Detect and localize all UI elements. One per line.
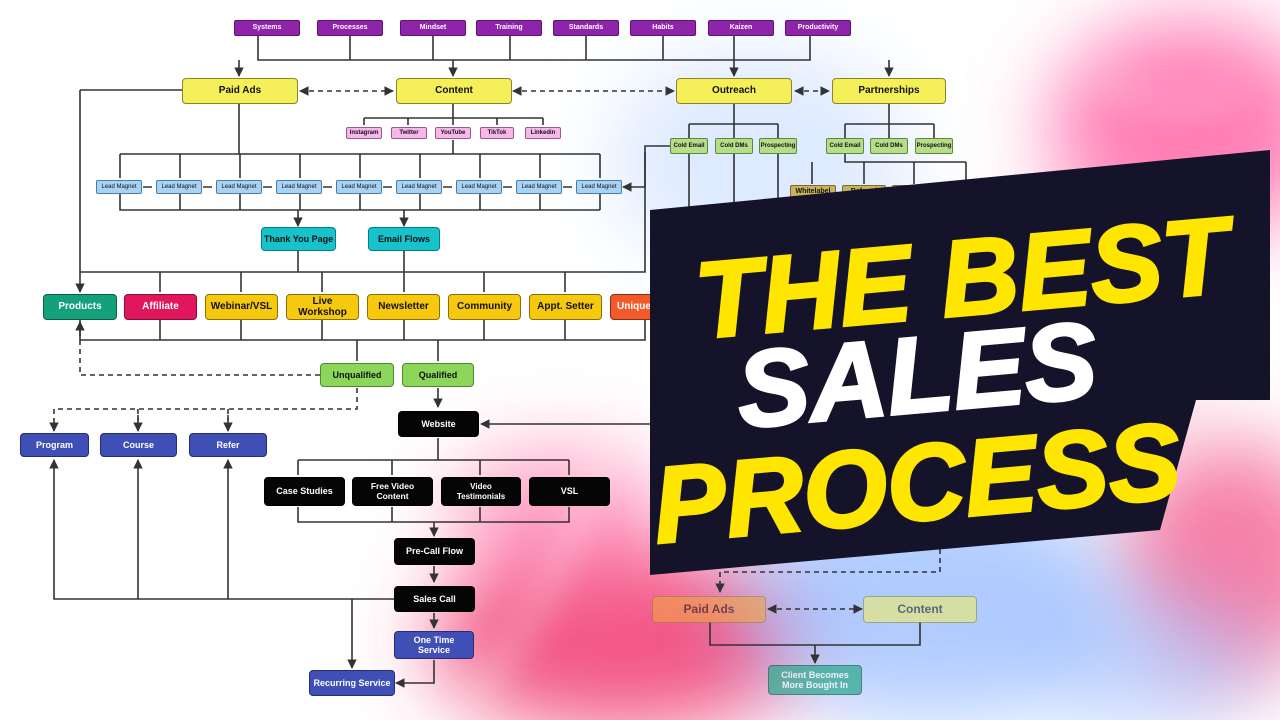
tag-mindset[interactable]: Mindset bbox=[400, 20, 466, 36]
tag-kaizen[interactable]: Kaizen bbox=[708, 20, 774, 36]
email-flows[interactable]: Email Flows bbox=[368, 227, 440, 251]
channel-paid-ads[interactable]: Paid Ads bbox=[182, 78, 298, 104]
retention-paid-ads[interactable]: Paid Ads bbox=[652, 596, 766, 623]
partnership-cold-dms[interactable]: Cold DMs bbox=[870, 138, 908, 154]
social-linkedin[interactable]: Linkedin bbox=[525, 127, 561, 139]
offer-live-workshop[interactable]: Live Workshop bbox=[286, 294, 359, 320]
recurring-service[interactable]: Recurring Service bbox=[309, 670, 395, 696]
qualified-lead[interactable]: Qualified bbox=[402, 363, 474, 387]
banner-top-band bbox=[650, 150, 1270, 400]
social-tiktok[interactable]: TikTok bbox=[480, 127, 514, 139]
lead-magnet-2[interactable]: Lead Magnet bbox=[156, 180, 202, 194]
lead-magnet-8[interactable]: Lead Magnet bbox=[516, 180, 562, 194]
proof-free-video-content[interactable]: Free Video Content bbox=[352, 477, 433, 506]
channel-outreach[interactable]: Outreach bbox=[676, 78, 792, 104]
outreach-cold-dms[interactable]: Cold DMs bbox=[715, 138, 753, 154]
social-instagram[interactable]: Instagram bbox=[346, 127, 382, 139]
unqualified-lead[interactable]: Unqualified bbox=[320, 363, 394, 387]
offer-community[interactable]: Community bbox=[448, 294, 521, 320]
lead-magnet-9[interactable]: Lead Magnet bbox=[576, 180, 622, 194]
offer-webinar-vsl[interactable]: Webinar/VSL bbox=[205, 294, 278, 320]
lead-magnet-4[interactable]: Lead Magnet bbox=[276, 180, 322, 194]
lead-magnet-3[interactable]: Lead Magnet bbox=[216, 180, 262, 194]
one-time-service[interactable]: One Time Service bbox=[394, 631, 474, 659]
tag-habits[interactable]: Habits bbox=[630, 20, 696, 36]
offer-appt-setter[interactable]: Appt. Setter bbox=[529, 294, 602, 320]
downsell-course[interactable]: Course bbox=[100, 433, 177, 457]
client-more-bought-in[interactable]: Client Becomes More Bought In bbox=[768, 665, 862, 695]
proof-case-studies[interactable]: Case Studies bbox=[264, 477, 345, 506]
lead-magnet-7[interactable]: Lead Magnet bbox=[456, 180, 502, 194]
offer-affiliate[interactable]: Affiliate bbox=[124, 294, 197, 320]
proof-vsl[interactable]: VSL bbox=[529, 477, 610, 506]
channel-partnerships[interactable]: Partnerships bbox=[832, 78, 946, 104]
lead-magnet-5[interactable]: Lead Magnet bbox=[336, 180, 382, 194]
social-youtube[interactable]: YouTube bbox=[435, 127, 471, 139]
downsell-program[interactable]: Program bbox=[20, 433, 89, 457]
tag-standards[interactable]: Standards bbox=[553, 20, 619, 36]
banner-bottom-band bbox=[650, 400, 1196, 575]
tag-training[interactable]: Training bbox=[476, 20, 542, 36]
partnership-cold-email[interactable]: Cold Email bbox=[826, 138, 864, 154]
thank-you-page[interactable]: Thank You Page bbox=[261, 227, 336, 251]
outreach-prospecting[interactable]: Prospecting bbox=[759, 138, 797, 154]
outreach-cold-email[interactable]: Cold Email bbox=[670, 138, 708, 154]
retention-content[interactable]: Content bbox=[863, 596, 977, 623]
social-twitter[interactable]: Twitter bbox=[391, 127, 427, 139]
channel-content[interactable]: Content bbox=[396, 78, 512, 104]
downsell-refer[interactable]: Refer bbox=[189, 433, 267, 457]
proof-video-testimonials[interactable]: Video Testimonials bbox=[441, 477, 521, 506]
pre-call-flow[interactable]: Pre-Call Flow bbox=[394, 538, 475, 565]
tag-productivity[interactable]: Productivity bbox=[785, 20, 851, 36]
lead-magnet-6[interactable]: Lead Magnet bbox=[396, 180, 442, 194]
tag-systems[interactable]: Systems bbox=[234, 20, 300, 36]
tag-processes[interactable]: Processes bbox=[317, 20, 383, 36]
website[interactable]: Website bbox=[398, 411, 479, 437]
offer-products[interactable]: Products bbox=[43, 294, 117, 320]
offer-newsletter[interactable]: Newsletter bbox=[367, 294, 440, 320]
sales-call[interactable]: Sales Call bbox=[394, 586, 475, 612]
lead-magnet-1[interactable]: Lead Magnet bbox=[96, 180, 142, 194]
partnership-prospecting[interactable]: Prospecting bbox=[915, 138, 953, 154]
